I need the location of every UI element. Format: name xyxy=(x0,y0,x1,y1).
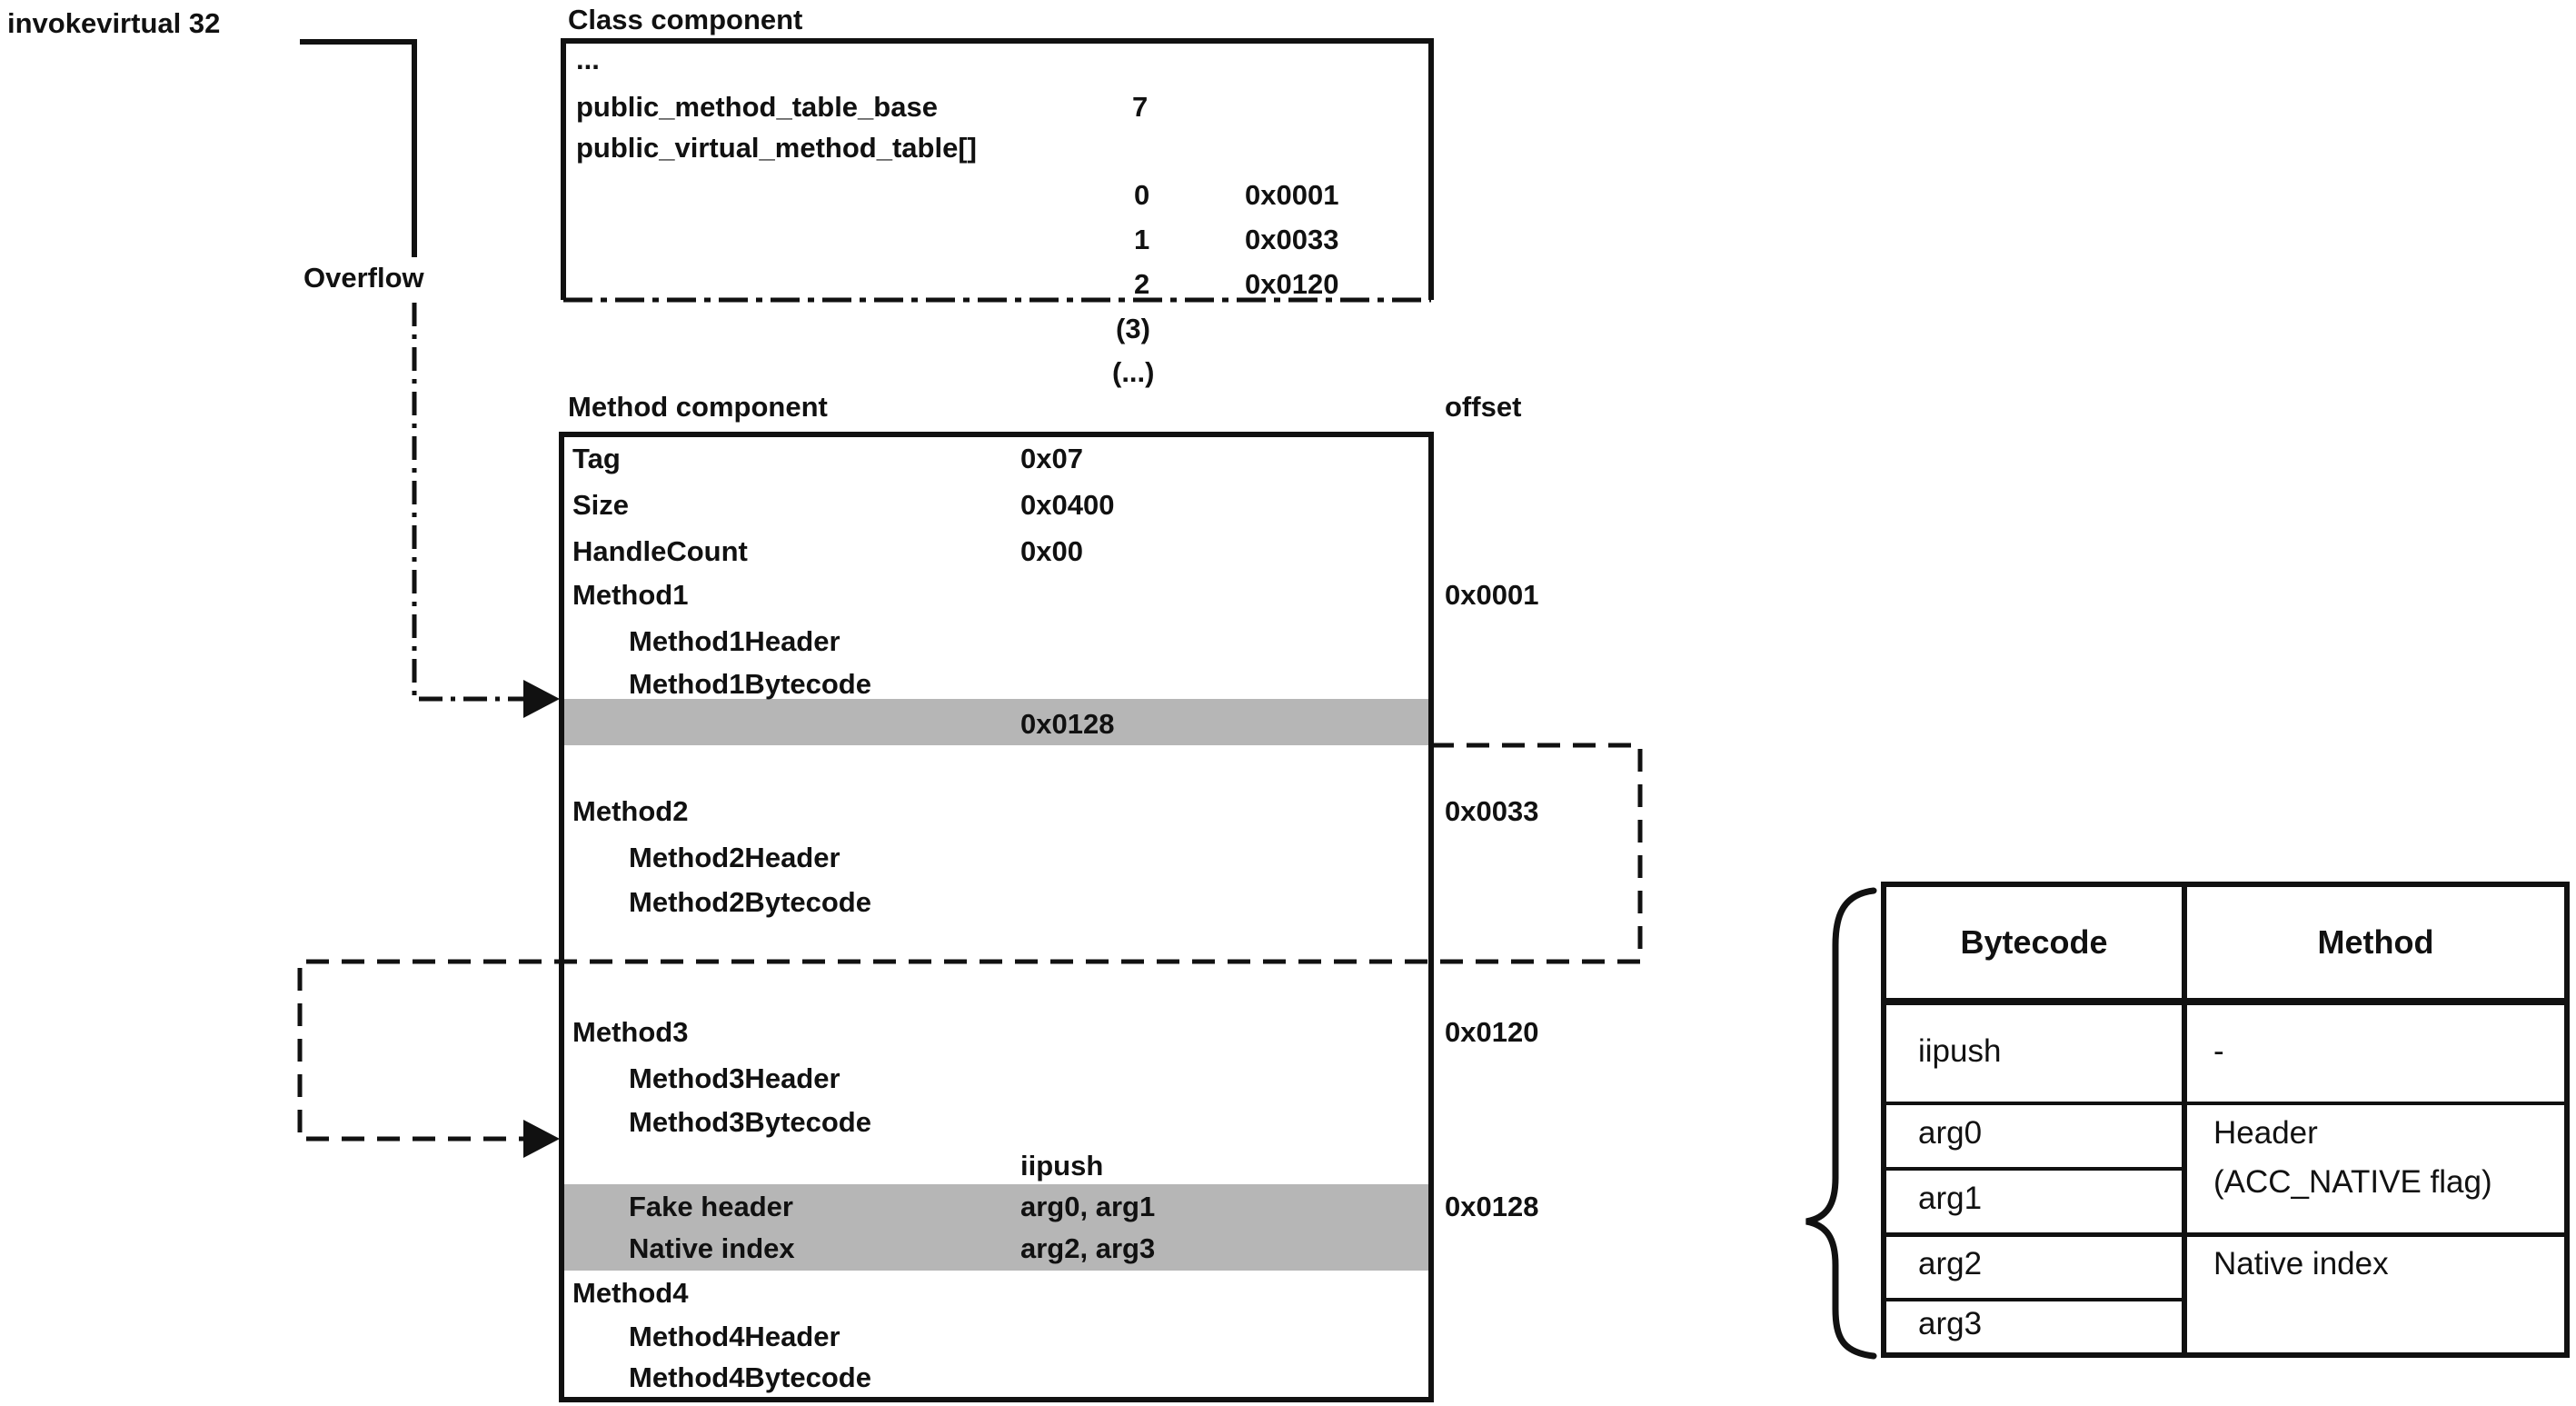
table-header-method: Method xyxy=(2317,923,2434,961)
table-cell-bytecode: arg0 xyxy=(1918,1115,1983,1151)
method2-bytecode: Method2Bytecode xyxy=(629,886,871,918)
virtual-method-table-label: public_virtual_method_table[] xyxy=(576,132,977,164)
vmt-truncation-ellipsis: (...) xyxy=(1112,356,1155,388)
field-value: 0x00 xyxy=(1020,535,1083,567)
offset-column-heading: offset xyxy=(1445,391,1522,423)
overflow-dashed-path xyxy=(297,743,1643,1142)
vmt-entry-index: 1 xyxy=(1134,224,1150,255)
bytecode-method-table: Bytecode Method iipush - arg0 Header (AC… xyxy=(1881,882,2570,1358)
method-table-base-label: public_method_table_base xyxy=(576,91,938,123)
method1-bytecode: Method1Bytecode xyxy=(629,668,871,700)
method3-header: Method3Header xyxy=(629,1062,840,1094)
overflow-row-value: 0x0128 xyxy=(1020,708,1115,740)
vmt-truncation-index: (3) xyxy=(1116,313,1150,344)
method1-header: Method1Header xyxy=(629,625,840,657)
brace-icon xyxy=(1805,887,1877,1360)
table-row-divider xyxy=(1886,1232,2564,1237)
table-column-divider xyxy=(2182,887,2187,1352)
method2-label: Method2 xyxy=(572,795,689,827)
vmt-entry-value: 0x0033 xyxy=(1245,224,1339,255)
overflow-dashdot-line xyxy=(412,303,525,702)
method1-offset: 0x0001 xyxy=(1445,579,1539,611)
method3-bytecode: Method3Bytecode xyxy=(629,1106,871,1138)
field-value: 0x0400 xyxy=(1020,489,1115,521)
fake-area-offset: 0x0128 xyxy=(1445,1191,1539,1222)
fake-header-args: arg0, arg1 xyxy=(1020,1191,1156,1222)
field-value: 0x07 xyxy=(1020,443,1083,474)
method-component-box xyxy=(559,432,1434,1402)
iipush-opcode: iipush xyxy=(1020,1150,1104,1182)
class-component-box xyxy=(561,38,1434,300)
field-label: Size xyxy=(572,489,630,521)
table-header-underline xyxy=(1886,998,2564,1005)
vmt-entry-index: 2 xyxy=(1134,268,1150,300)
method4-header: Method4Header xyxy=(629,1321,840,1352)
table-cell-method: Header xyxy=(2213,1115,2318,1151)
table-row-divider-left-col xyxy=(1886,1167,2182,1171)
class-component-title: Class component xyxy=(568,4,803,35)
table-cell-method: Native index xyxy=(2213,1246,2389,1281)
table-header-bytecode: Bytecode xyxy=(1960,923,2108,961)
native-index-label: Native index xyxy=(629,1232,795,1264)
method1-label: Method1 xyxy=(572,579,689,611)
method2-header: Method2Header xyxy=(629,842,840,873)
vmt-entry-value: 0x0001 xyxy=(1245,179,1339,211)
table-row-divider-left-col xyxy=(1886,1298,2182,1301)
field-label: Tag xyxy=(572,443,621,474)
fake-header-highlight xyxy=(564,1184,1428,1271)
method4-bytecode: Method4Bytecode xyxy=(629,1361,871,1393)
method3-label: Method3 xyxy=(572,1016,689,1048)
native-index-args: arg2, arg3 xyxy=(1020,1232,1156,1264)
method-component-title: Method component xyxy=(568,391,828,423)
field-label: HandleCount xyxy=(572,535,748,567)
method3-offset: 0x0120 xyxy=(1445,1016,1539,1048)
fake-header-label: Fake header xyxy=(629,1191,793,1222)
table-cell-bytecode: iipush xyxy=(1918,1033,2002,1069)
table-cell-method-cont: (ACC_NATIVE flag) xyxy=(2213,1164,2492,1200)
overflow-label: Overflow xyxy=(303,262,424,294)
table-cell-bytecode: arg2 xyxy=(1918,1246,1983,1281)
table-cell-bytecode: arg1 xyxy=(1918,1181,1983,1216)
vmt-entry-index: 0 xyxy=(1134,179,1150,211)
arrowhead-icon xyxy=(523,1120,560,1158)
method2-offset: 0x0033 xyxy=(1445,795,1539,827)
table-cell-method: - xyxy=(2213,1033,2224,1069)
overflow-target-highlight xyxy=(564,699,1428,745)
method-table-base-value: 7 xyxy=(1132,91,1149,123)
arrowhead-icon xyxy=(523,680,560,718)
vmt-entry-value: 0x0120 xyxy=(1245,268,1339,300)
class-ellipsis: ... xyxy=(576,44,600,75)
invoke-elbow-line xyxy=(300,39,417,257)
table-row-divider xyxy=(1886,1102,2564,1105)
invoke-instruction-label: invokevirtual 32 xyxy=(7,7,221,39)
method4-label: Method4 xyxy=(572,1277,689,1309)
table-cell-bytecode: arg3 xyxy=(1918,1306,1983,1341)
